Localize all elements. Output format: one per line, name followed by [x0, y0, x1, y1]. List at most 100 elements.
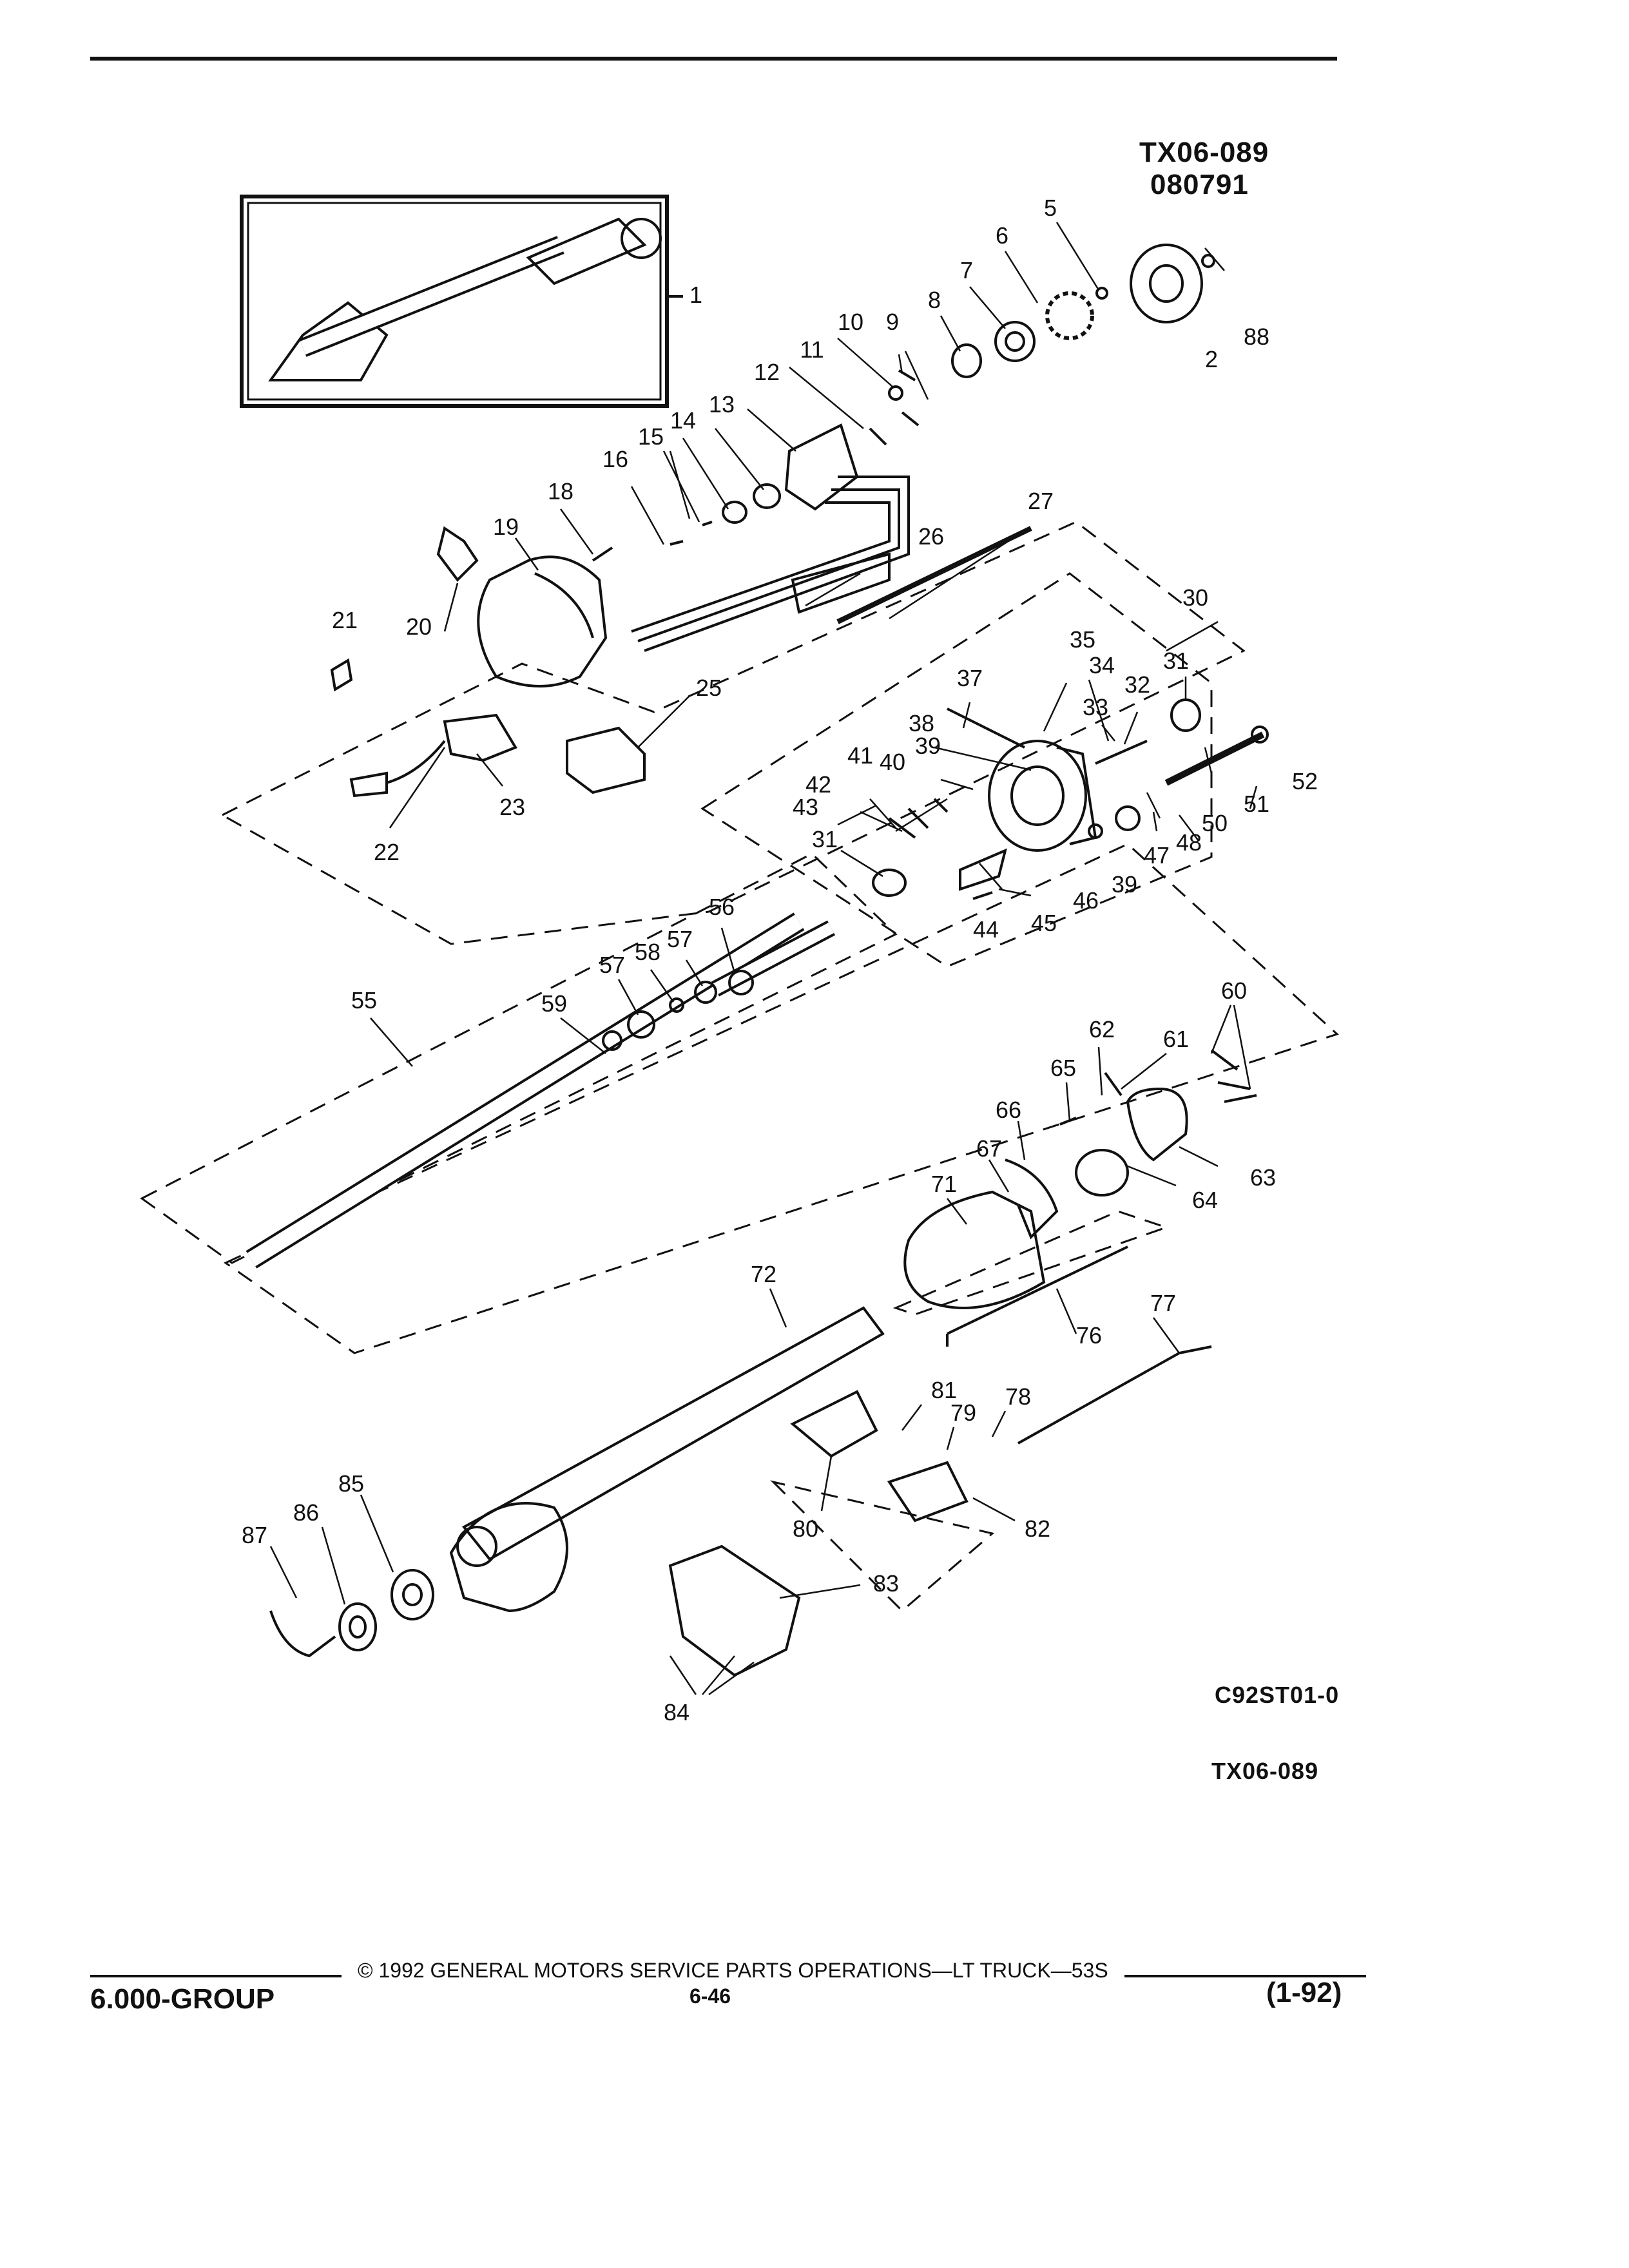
label-81: 81 — [931, 1377, 957, 1403]
part-86 — [338, 1602, 377, 1651]
group-box-55 — [140, 852, 898, 1264]
group-box-80 — [770, 1480, 995, 1613]
label-5: 5 — [1044, 195, 1057, 221]
label-72: 72 — [751, 1261, 776, 1287]
part-25 — [566, 726, 646, 794]
label-71: 71 — [931, 1171, 957, 1197]
label-52: 52 — [1292, 768, 1318, 794]
footer-revision: (1-92) — [1266, 1977, 1342, 2008]
label-6: 6 — [996, 222, 1008, 249]
footer-rule-right — [1124, 1975, 1366, 1977]
label-16: 16 — [602, 446, 628, 472]
part-83 — [668, 1544, 801, 1677]
part-82 — [887, 1461, 969, 1523]
label-55: 55 — [351, 987, 377, 1014]
label-58: 58 — [635, 939, 660, 965]
label-23: 23 — [499, 794, 525, 820]
part-23 — [443, 713, 517, 762]
top-rule — [90, 57, 1337, 61]
part-19 — [477, 555, 608, 687]
footer-copyright: © 1992 GENERAL MOTORS SERVICE PARTS OPER… — [358, 1959, 1108, 1982]
label-38: 38 — [909, 710, 934, 736]
group-box-60 — [224, 843, 1339, 1354]
part-71 — [903, 1190, 1046, 1309]
label-10: 10 — [838, 309, 863, 335]
label-82: 82 — [1025, 1515, 1050, 1542]
label-22: 22 — [374, 839, 400, 865]
label-27: 27 — [1028, 488, 1054, 514]
label-25: 25 — [696, 675, 722, 701]
group-box-76 — [892, 1210, 1170, 1316]
label-42: 42 — [805, 771, 831, 798]
part-46 — [988, 740, 1087, 852]
label-31-bottom: 31 — [812, 826, 838, 852]
label-48: 48 — [1176, 829, 1202, 856]
part-31-bottom — [872, 869, 907, 897]
part-76 — [947, 1245, 1128, 1335]
label-65: 65 — [1050, 1055, 1076, 1081]
label-67: 67 — [976, 1135, 1002, 1162]
part-2 — [1130, 244, 1203, 323]
part-63 — [1126, 1087, 1188, 1162]
label-37: 37 — [957, 665, 983, 691]
label-39-bottom: 39 — [1112, 871, 1137, 898]
label-76: 76 — [1076, 1322, 1102, 1349]
label-9: 9 — [886, 309, 899, 335]
label-57-left: 57 — [599, 952, 625, 978]
inset-box — [240, 195, 669, 408]
label-78: 78 — [1005, 1383, 1031, 1410]
bottom-ref-code: TX06-089 — [1211, 1758, 1319, 1784]
label-12: 12 — [754, 359, 780, 385]
group-box-19 — [220, 521, 1246, 945]
label-62: 62 — [1089, 1016, 1115, 1043]
label-59: 59 — [541, 990, 567, 1017]
label-51: 51 — [1244, 791, 1269, 817]
part-85 — [390, 1569, 434, 1620]
label-60: 60 — [1221, 977, 1247, 1004]
label-30: 30 — [1182, 584, 1208, 611]
label-86: 86 — [293, 1499, 319, 1526]
label-61: 61 — [1163, 1026, 1189, 1052]
label-13: 13 — [709, 391, 735, 418]
label-14: 14 — [670, 407, 696, 434]
footer-rule-left — [90, 1975, 342, 1977]
label-56: 56 — [709, 894, 735, 920]
label-39-top: 39 — [915, 733, 941, 759]
label-83: 83 — [873, 1570, 899, 1597]
label-63: 63 — [1250, 1164, 1276, 1191]
group-box-30 — [700, 572, 1213, 968]
part-80 — [790, 1390, 878, 1458]
illustration-code: C92ST01-0 — [1215, 1682, 1340, 1708]
part-12 — [784, 423, 859, 511]
part-77 — [1017, 1345, 1212, 1445]
part-72 — [461, 1306, 885, 1561]
label-20: 20 — [406, 613, 432, 640]
label-50: 50 — [1202, 810, 1228, 836]
label-88: 88 — [1244, 323, 1269, 350]
label-80: 80 — [793, 1515, 818, 1542]
label-2: 2 — [1205, 346, 1218, 372]
part-44 — [959, 848, 1007, 891]
label-15: 15 — [638, 423, 664, 450]
label-66: 66 — [996, 1097, 1021, 1123]
label-45: 45 — [1031, 910, 1057, 936]
label-57-right: 57 — [667, 926, 693, 952]
label-34: 34 — [1089, 652, 1115, 678]
label-87: 87 — [242, 1522, 267, 1548]
label-47: 47 — [1144, 842, 1170, 869]
label-31-top: 31 — [1163, 648, 1189, 674]
ref-code: TX06-089 — [1139, 137, 1269, 168]
label-19: 19 — [493, 514, 519, 540]
label-41: 41 — [847, 742, 873, 769]
label-21: 21 — [332, 607, 358, 633]
label-8: 8 — [928, 287, 941, 313]
part-87 — [269, 1610, 336, 1658]
label-40: 40 — [880, 749, 905, 775]
label-46: 46 — [1073, 887, 1099, 914]
label-77: 77 — [1150, 1290, 1176, 1316]
label-1: 1 — [689, 282, 702, 308]
label-85: 85 — [338, 1470, 364, 1497]
footer-page-number: 6-46 — [689, 1984, 731, 2008]
label-26: 26 — [918, 523, 944, 550]
